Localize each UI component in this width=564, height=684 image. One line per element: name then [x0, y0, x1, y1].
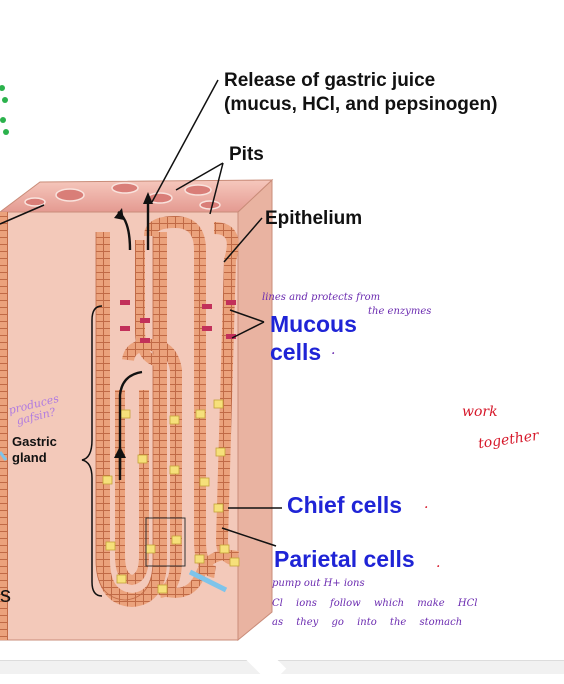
gastric-gland-brace	[81, 305, 103, 597]
pits-label: Pits	[229, 144, 264, 165]
mucous-cells-label-line1: Mucous	[270, 311, 357, 337]
gastric-gland-label-line2: gland	[12, 450, 47, 465]
epithelium-label: Epithelium	[265, 208, 363, 229]
parietal-note-line2: Cl ions follow which make HCl	[272, 598, 478, 609]
mucous-note-line2: the enzymes	[368, 306, 432, 317]
mucous-cell-markers	[120, 300, 236, 343]
parietal-note-line3: as they go into the stomach	[272, 617, 463, 628]
left-blue-mark	[0, 451, 8, 461]
mucous-cells-label-line2: cells	[270, 339, 322, 365]
tissue-side-face	[237, 178, 273, 642]
release-label-line1: Release of gastric juice	[224, 70, 436, 91]
parietal-cells-label: Parietal cells	[274, 546, 415, 572]
green-arc-fragment	[0, 85, 9, 135]
parietal-cell-markers	[102, 399, 240, 594]
work-note-line1: work	[462, 404, 498, 420]
gastric-gland-label-line1: Gastric	[12, 434, 57, 449]
release-label-line2: (mucus, HCl, and pepsinogen)	[224, 94, 498, 115]
callout-arrow	[188, 569, 228, 593]
chief-cells-label: Chief cells	[287, 492, 403, 518]
pit-openings	[24, 182, 221, 210]
chief-dot: ·	[424, 500, 429, 516]
parietal-note-line1: pump out H+ ions	[272, 578, 365, 589]
gastric-gland-center	[122, 240, 182, 598]
gastric-gland-left	[95, 232, 167, 608]
parietal-dot: .	[436, 555, 441, 571]
left-edge-letter: s	[0, 582, 11, 607]
mucous-note-line1: lines and protects from	[262, 292, 381, 303]
edge-epithelium	[0, 212, 8, 640]
parietal-highlight-box	[145, 517, 186, 567]
mucous-dot: ·	[331, 346, 336, 362]
leader-lines	[0, 79, 282, 547]
arrow-heads	[114, 192, 153, 458]
